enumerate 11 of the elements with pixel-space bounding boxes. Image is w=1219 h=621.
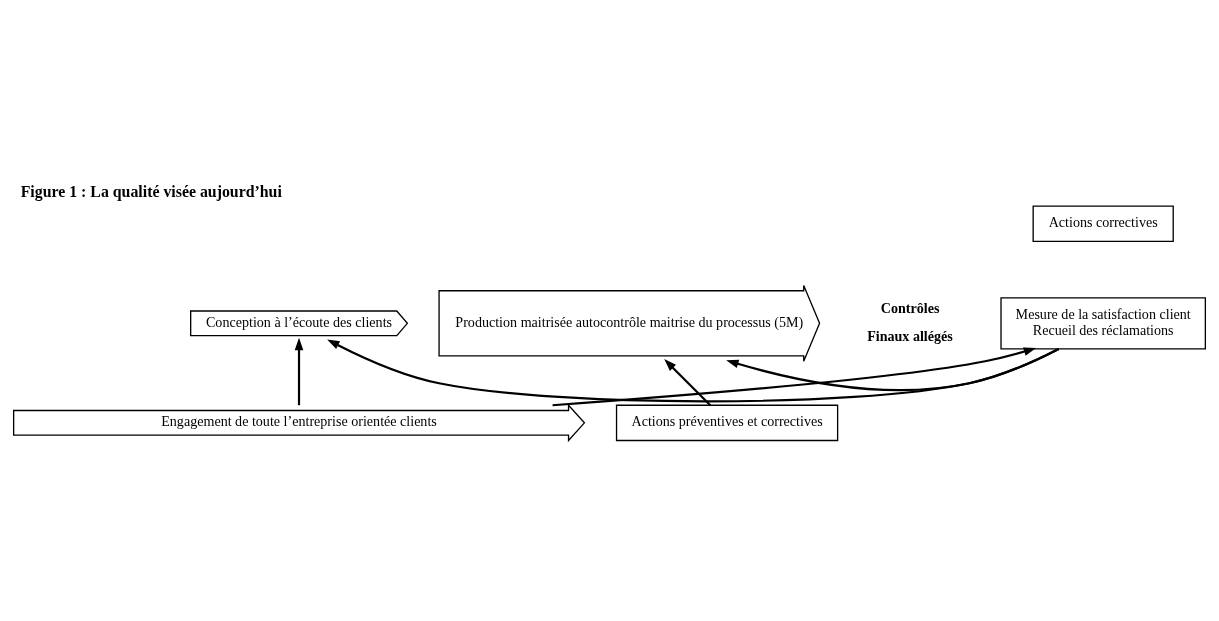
label: Contrôles <box>880 299 940 316</box>
arrow <box>726 347 1060 391</box>
label: Finaux allégés <box>867 327 953 344</box>
arrow <box>552 346 1037 406</box>
node-box: Actions préventives et correctives <box>615 404 839 441</box>
diagram-title: Figure 1 : La qualité visée aujourd’hui <box>20 182 282 200</box>
node-box: Actions correctives <box>1032 205 1174 242</box>
node-box: Mesure de la satisfaction client Recueil des réclamations <box>1000 296 1206 350</box>
arrow <box>294 337 304 405</box>
arrow <box>327 338 1060 402</box>
arrow <box>664 358 712 406</box>
